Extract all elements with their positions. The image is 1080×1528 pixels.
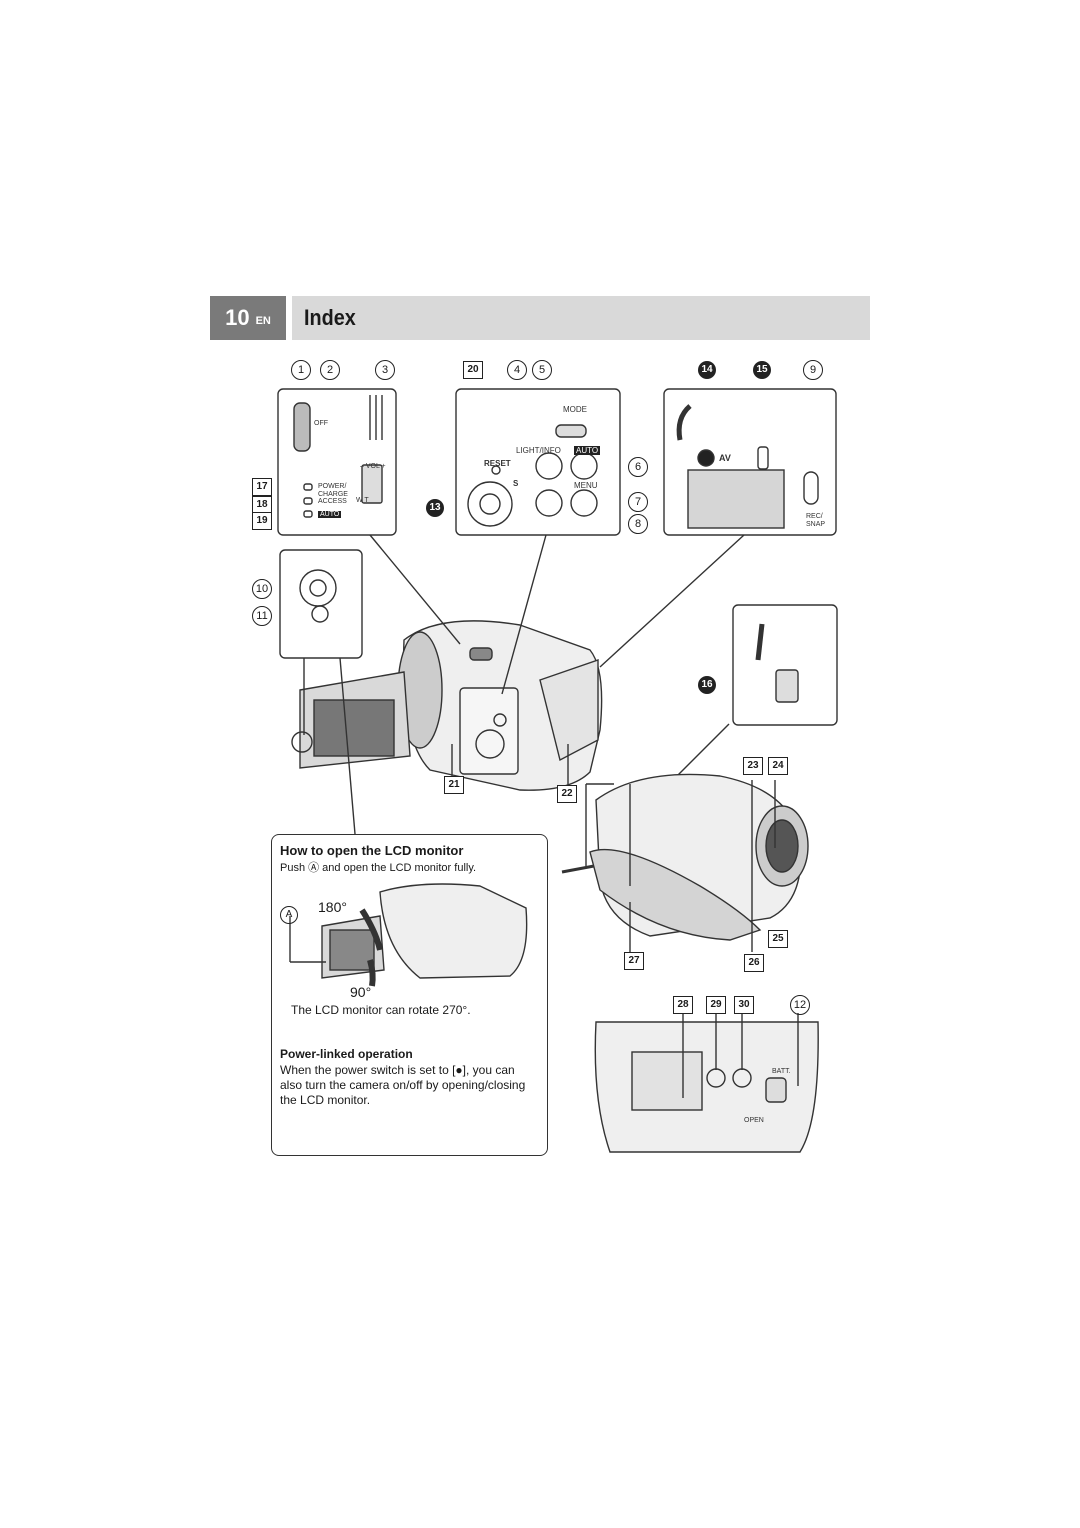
panel-av-usb	[663, 388, 837, 536]
callout-8: 8	[628, 514, 648, 534]
callout-3: 3	[375, 360, 395, 380]
label-access: ACCESS	[318, 498, 347, 505]
label-rec-snap: REC/ SNAP	[806, 513, 826, 528]
page-title: Index	[304, 305, 356, 330]
callout-22: 22	[557, 785, 577, 803]
lcd-heading: How to open the LCD monitor	[280, 843, 464, 858]
page-number: 10	[225, 305, 250, 330]
label-off: OFF	[314, 420, 328, 427]
callout-29: 29	[706, 996, 726, 1014]
callout-13: 13	[426, 499, 444, 517]
callout-4: 4	[507, 360, 527, 380]
label-zoom: W T	[356, 497, 369, 504]
callout-11: 11	[252, 606, 272, 626]
page-language: EN	[255, 315, 271, 327]
label-reset: RESET	[484, 459, 511, 468]
angle-90-label: 90°	[350, 984, 372, 1000]
callout-17: 17	[252, 478, 272, 496]
callout-9: 9	[803, 360, 823, 380]
callout-5: 5	[532, 360, 552, 380]
callout-6: 6	[628, 457, 648, 477]
label-menu: MENU	[574, 481, 598, 490]
callout-16: 16	[698, 676, 716, 694]
label-auto-led: AUTO	[318, 511, 342, 518]
callout-19: 19	[252, 512, 272, 530]
callout-30: 30	[734, 996, 754, 1014]
angle-180-label: 180°	[318, 899, 347, 915]
lcd-push-text: Push Ⓐ and open the LCD monitor fully.	[280, 862, 477, 874]
callout-27: 27	[624, 952, 644, 970]
callout-20: 20	[463, 361, 483, 379]
callout-28: 28	[673, 996, 693, 1014]
callout-25: 25	[768, 930, 788, 948]
label-vol: – VOL +	[360, 463, 386, 470]
panel-joystick	[279, 549, 363, 659]
callout-1: 1	[291, 360, 311, 380]
callout-12: 12	[790, 995, 810, 1015]
marker-a: A	[280, 906, 298, 924]
panel-side-switches	[277, 388, 397, 536]
lcd-rotate-text: The LCD monitor can rotate 270°.	[291, 1003, 471, 1017]
label-auto-button: AUTO	[574, 446, 601, 455]
label-power-charge: POWER/ CHARGE	[318, 483, 348, 498]
power-linked-text: When the power switch is set to [●], you…	[280, 1063, 526, 1107]
label-batt: BATT.	[772, 1068, 791, 1075]
label-open: OPEN	[744, 1117, 764, 1124]
panel-card-slot	[732, 604, 838, 726]
label-av: AV	[719, 453, 731, 463]
label-s: S	[513, 479, 519, 488]
power-linked-heading: Power-linked operation	[280, 1047, 413, 1061]
label-mode: MODE	[563, 405, 587, 414]
callout-21: 21	[444, 776, 464, 794]
callout-15: 15	[753, 361, 771, 379]
lcd-info-box	[271, 834, 548, 1156]
callout-24: 24	[768, 757, 788, 775]
callout-14: 14	[698, 361, 716, 379]
callout-10: 10	[252, 579, 272, 599]
callout-23: 23	[743, 757, 763, 775]
title-box: Index	[292, 296, 870, 340]
label-light-info: LIGHT/INFO	[516, 446, 561, 455]
page-header: 10 EN Index	[210, 296, 870, 340]
callout-2: 2	[320, 360, 340, 380]
page-number-box: 10 EN	[210, 296, 286, 340]
callout-7: 7	[628, 492, 648, 512]
panel-buttons	[455, 388, 621, 536]
callout-26: 26	[744, 954, 764, 972]
